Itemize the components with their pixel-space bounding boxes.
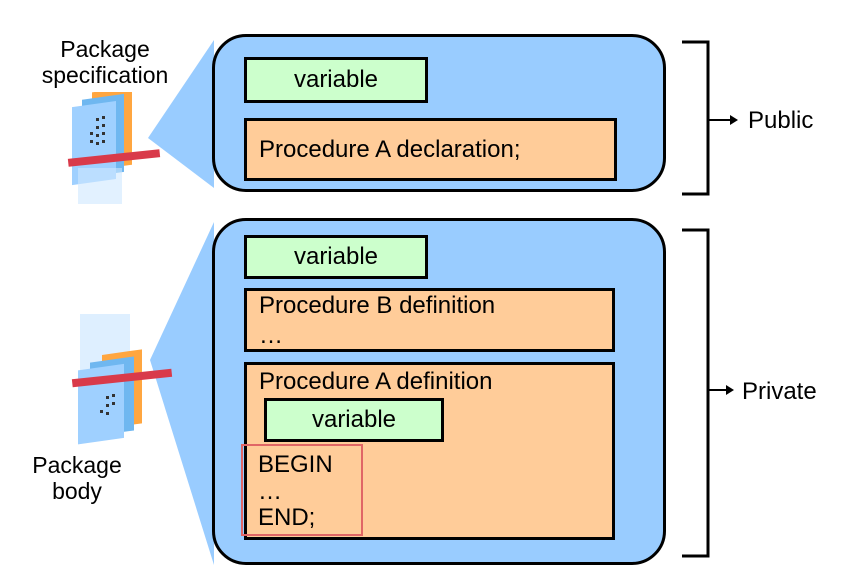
package-body-icon <box>71 314 173 445</box>
proc-a-variable-text: variable <box>311 406 397 433</box>
body-label-line1: Package <box>32 452 122 478</box>
proc-a-variable-box: variable <box>264 398 444 442</box>
end-text: END; <box>258 504 316 531</box>
package-spec-icon <box>67 92 161 204</box>
proc-b-line1: Procedure B definition <box>259 292 496 319</box>
proc-b-box <box>244 288 615 352</box>
begin-text: BEGIN <box>258 451 333 478</box>
spec-label: Package specification <box>40 36 170 88</box>
proc-b-line2: … <box>259 322 283 349</box>
body-label: Package body <box>30 452 124 504</box>
body-label-line2: body <box>52 478 102 504</box>
public-label: Public <box>748 107 814 134</box>
proc-a-line1: Procedure A definition <box>259 368 493 395</box>
private-label: Private <box>742 378 817 405</box>
begin-end-highlight <box>241 444 363 536</box>
private-bracket <box>682 228 734 558</box>
ellipsis-text: … <box>258 478 282 505</box>
spec-variable-box: variable <box>244 57 428 103</box>
spec-variable-text: variable <box>293 66 379 93</box>
spec-procedure-text: Procedure A declaration; <box>259 136 521 163</box>
spec-label-line1: Package <box>60 36 150 62</box>
proc-a-box <box>244 362 615 540</box>
spec-label-line2: specification <box>41 62 169 88</box>
body-variable-box: variable <box>244 235 428 279</box>
body-variable-text: variable <box>293 243 379 270</box>
spec-procedure-box: Procedure A declaration; <box>244 118 617 181</box>
public-bracket <box>682 40 738 196</box>
